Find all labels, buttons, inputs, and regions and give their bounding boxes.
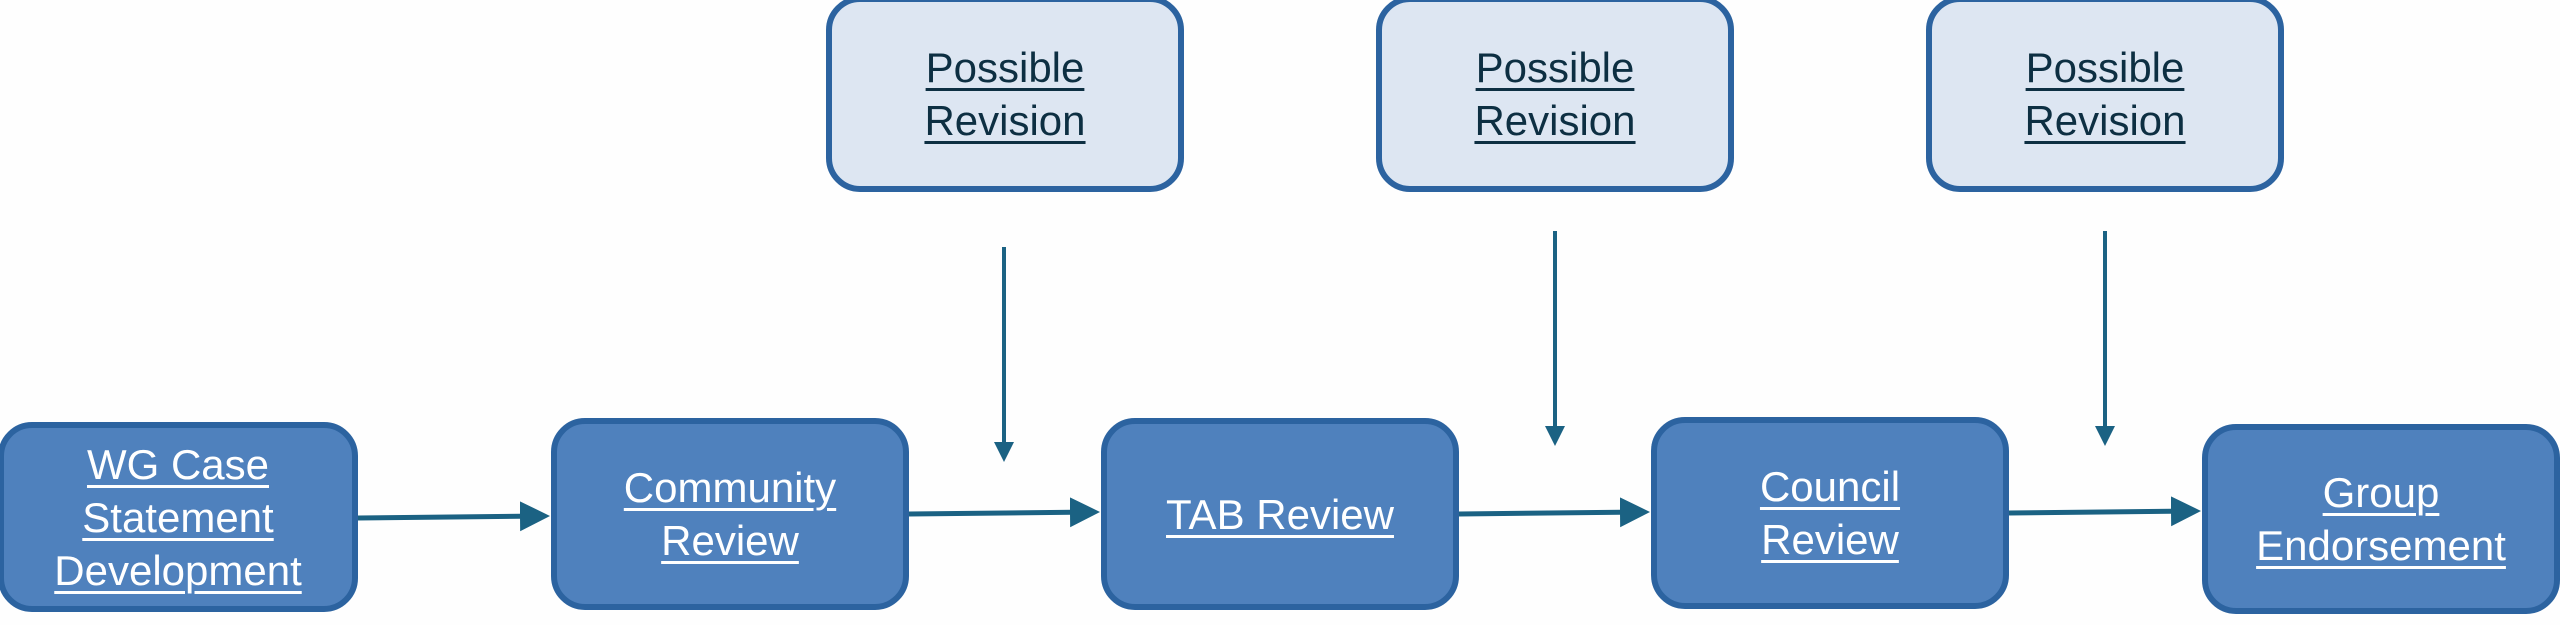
step-label-line[interactable]: Endorsement (2256, 522, 2506, 569)
revision-label-line[interactable]: Possible (2025, 44, 2185, 91)
arrow-wg-to-community (357, 501, 550, 532)
step-label-line[interactable]: Review (1761, 516, 1899, 563)
revision-label-line[interactable]: Revision (924, 97, 1086, 144)
step-tab-review[interactable]: TAB Review (1101, 418, 1459, 610)
arrow-council-to-group (2008, 496, 2201, 527)
revision-label-line[interactable]: Revision (1474, 97, 1636, 144)
step-label-line[interactable]: Review (661, 517, 799, 564)
step-label-line[interactable]: Development (54, 546, 302, 594)
revision-label-line[interactable]: Revision (2024, 97, 2186, 144)
step-community-review[interactable]: Community Review (551, 418, 909, 610)
step-group-endorsement[interactable]: Group Endorsement (2202, 424, 2560, 614)
step-label-line[interactable]: Community (623, 464, 837, 511)
step-label-line[interactable]: Statement (82, 493, 274, 541)
revision-label-line[interactable]: Possible (925, 44, 1085, 91)
possible-revision-box-3[interactable]: Possible Revision (1926, 0, 2284, 192)
step-label-line[interactable]: Group (2322, 469, 2440, 516)
step-label-line[interactable]: TAB Review (1166, 490, 1394, 538)
step-label-line[interactable]: WG Case (86, 440, 270, 488)
step-label-line[interactable]: Council (1759, 463, 1901, 510)
arrow-community-to-tab (908, 497, 1100, 528)
possible-revision-box-1[interactable]: Possible Revision (826, 0, 1184, 192)
possible-revision-box-2[interactable]: Possible Revision (1376, 0, 1734, 192)
arrow-tab-to-council (1458, 497, 1650, 528)
step-wg-case-statement-development[interactable]: WG Case Statement Development (0, 422, 358, 612)
revision-label-line[interactable]: Possible (1475, 44, 1635, 91)
step-council-review[interactable]: Council Review (1651, 417, 2009, 609)
